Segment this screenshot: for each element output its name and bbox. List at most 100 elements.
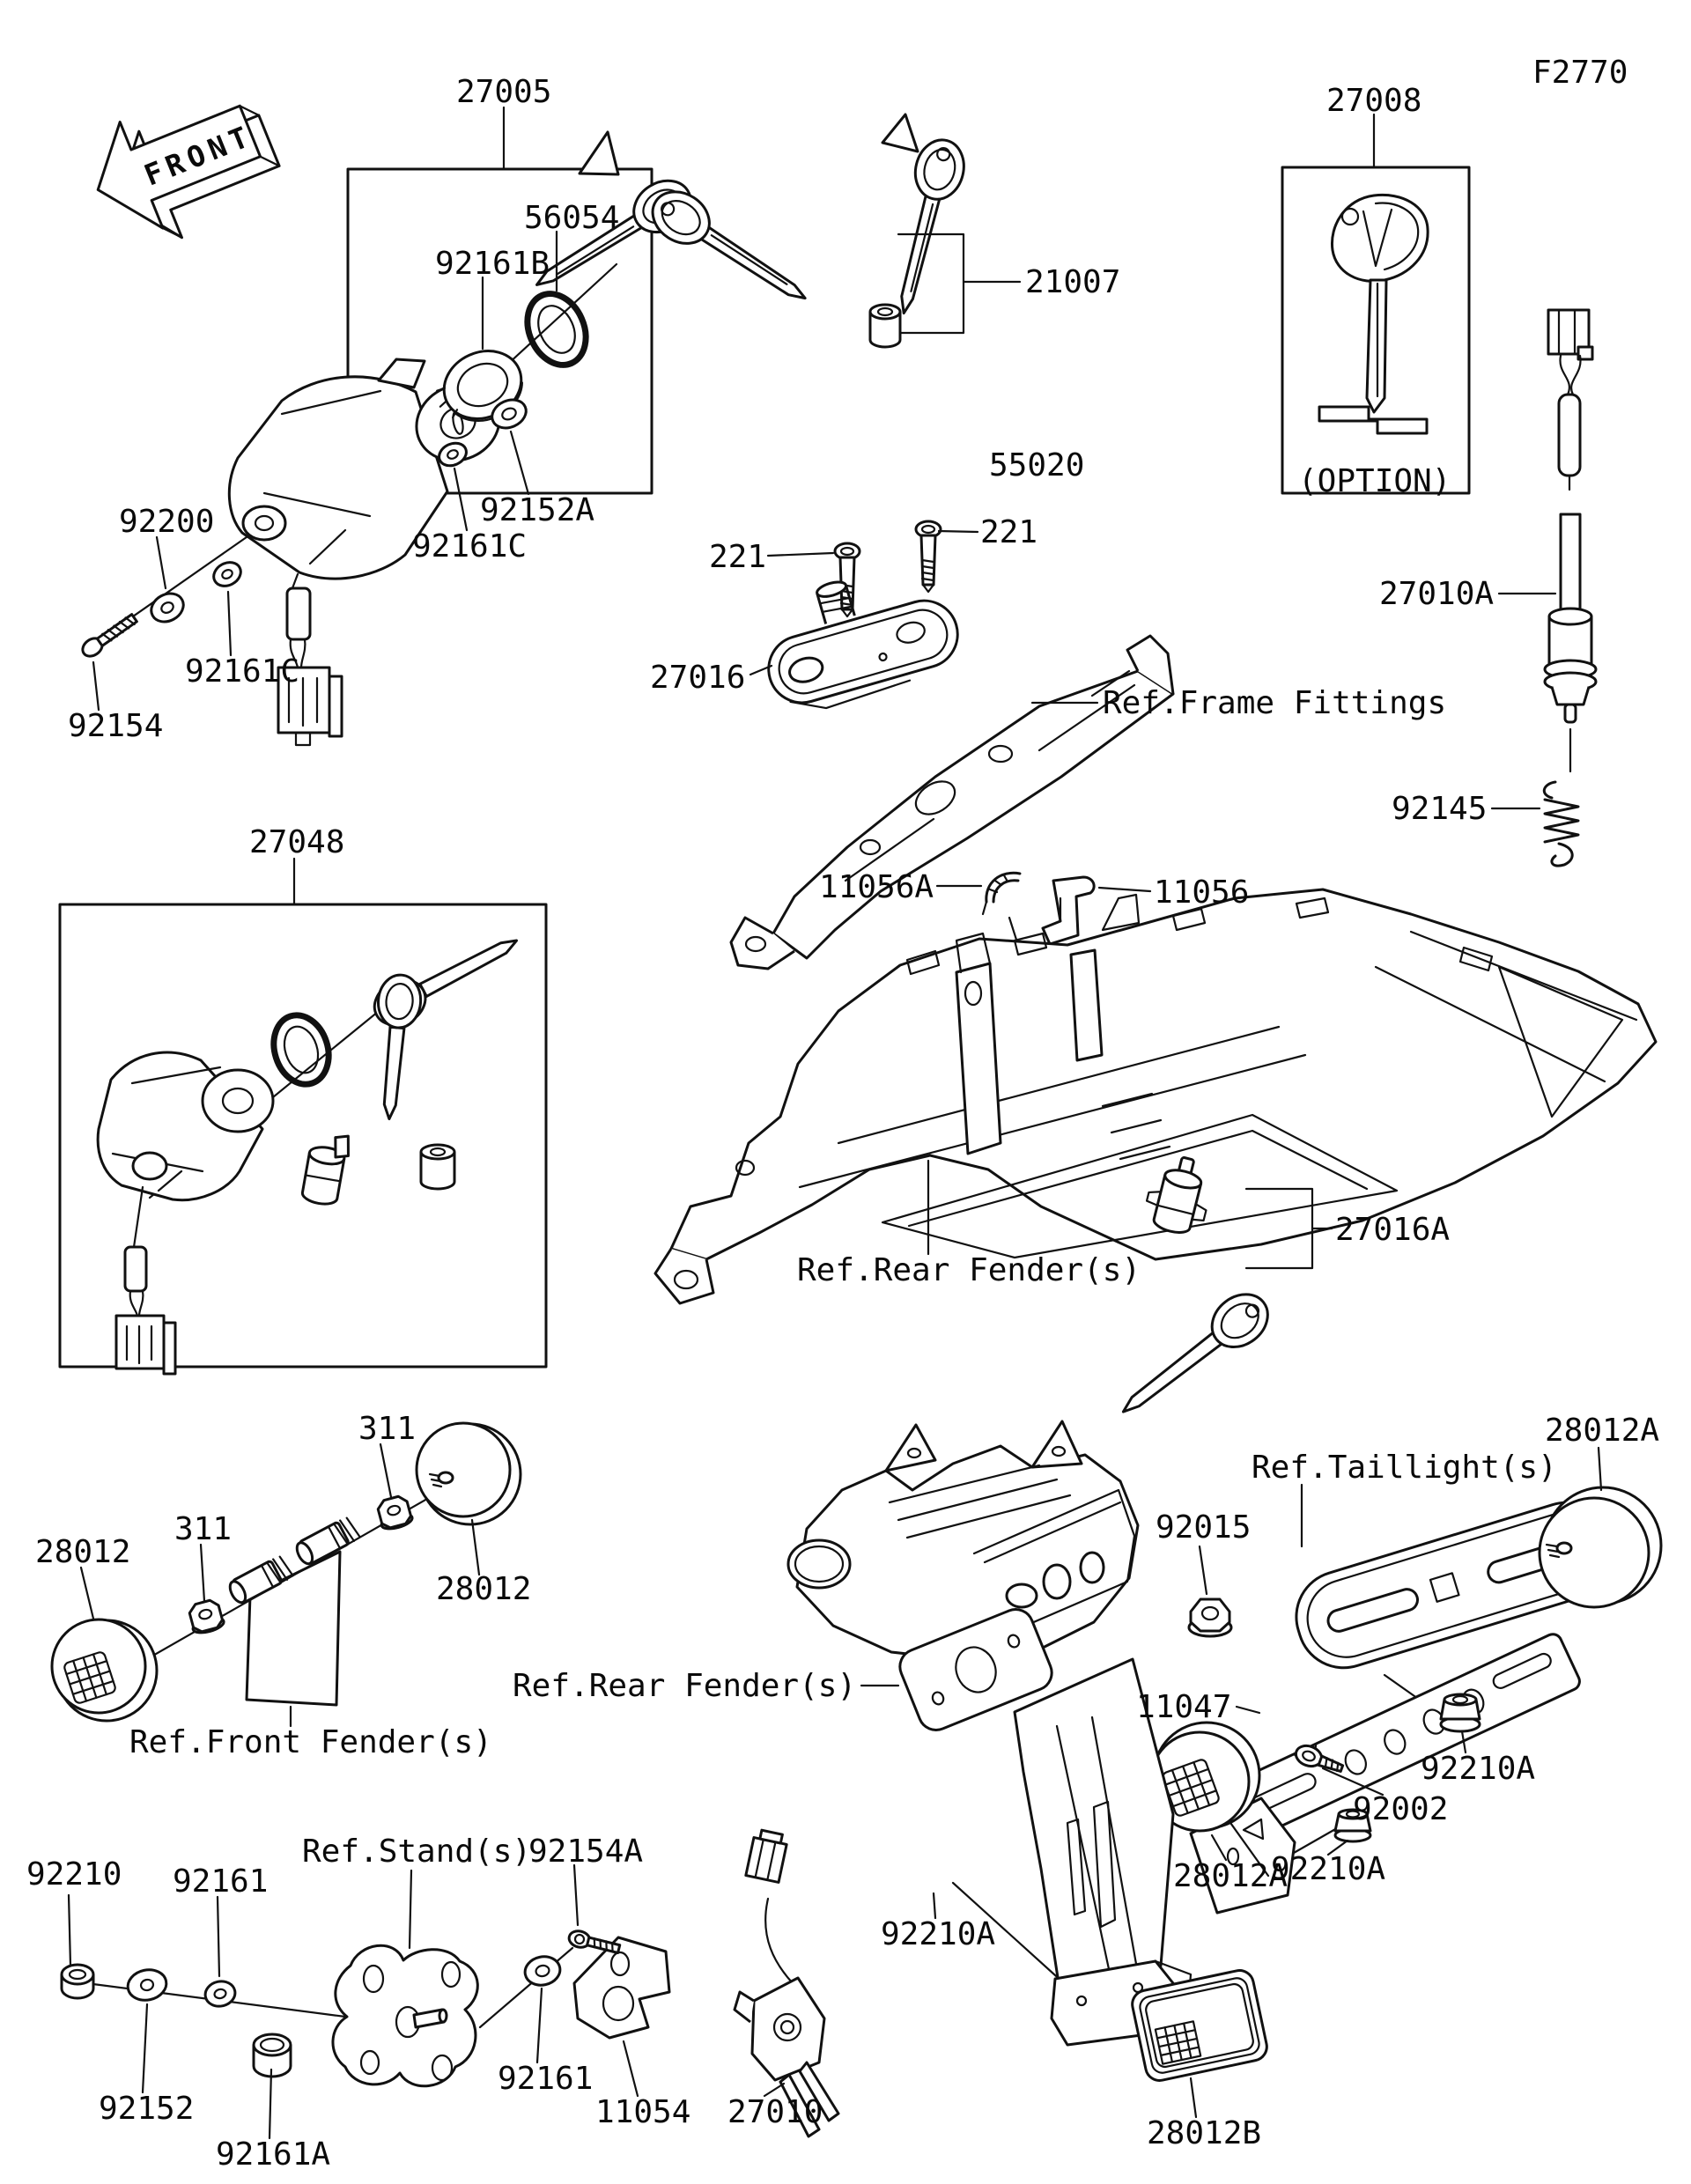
screw-92154 (81, 613, 138, 658)
callout-92210a-right: 92210A (1421, 1751, 1535, 1787)
callout-ref-rear-upper: Ref.Rear Fender(s) (797, 1252, 1141, 1288)
callout-221-right: 221 (980, 514, 1037, 550)
spare-key-box-27008 (1281, 113, 1471, 495)
nut-92015 (1187, 1597, 1233, 1638)
lock-set-ring (270, 1012, 332, 1088)
callout-27016a: 27016A (1335, 1212, 1450, 1248)
screw-92002 (1294, 1744, 1345, 1773)
front-fender-sheet (245, 1550, 342, 1707)
callout-28012-left: 28012 (35, 1534, 130, 1570)
screws-221 (833, 520, 942, 618)
clip-11056 (1041, 875, 1096, 946)
callout-11054: 11054 (595, 2094, 690, 2130)
callout-27005: 27005 (456, 74, 551, 110)
callout-92161c-upper: 92161C (412, 528, 527, 564)
callout-ref-frame: Ref.Frame Fittings (1103, 685, 1446, 721)
frame-fitting-bracket (729, 634, 1175, 970)
callout-27010a: 27010A (1379, 576, 1494, 612)
reflector-28012b (1131, 1969, 1268, 2082)
spring-92145 (1542, 780, 1580, 867)
callout-28012a-bottom: 28012A (1173, 1858, 1288, 1894)
bezel-ring-56054 (524, 291, 589, 368)
washer-92200 (150, 592, 185, 623)
callout-92152: 92152 (99, 2091, 194, 2127)
lock-set-switch-body (96, 1051, 275, 1376)
callout-92161a: 92161A (216, 2136, 330, 2173)
callout-55020: 55020 (989, 447, 1084, 483)
ignition-keys (535, 130, 807, 300)
reflector-28012-left (50, 1618, 159, 1723)
cap-nut-92210 (60, 1963, 95, 2000)
lock-set-box-27048 (58, 857, 548, 1376)
nut-311-left (188, 1598, 225, 1634)
callout-92152a: 92152A (480, 492, 594, 528)
callout-92145: 92145 (1392, 791, 1487, 827)
switch-27010 (733, 1828, 840, 2138)
washer-92161c-upper (438, 441, 468, 468)
reflector-28012a-top (1538, 1486, 1663, 1609)
switch-base-27016 (767, 580, 959, 710)
callout-311-upper: 311 (358, 1411, 416, 1447)
washer-92152 (126, 1968, 168, 2002)
callout-11056: 11056 (1154, 874, 1249, 911)
lock-set-bushing (419, 1143, 456, 1191)
callout-28012-right: 28012 (436, 1571, 531, 1607)
callout-92210: 92210 (26, 1856, 122, 1893)
clip-11056a (981, 871, 1022, 916)
washer-92152a (491, 398, 528, 430)
callout-92161c-lower: 92161C (185, 653, 299, 690)
callout-92154a: 92154A (528, 1834, 643, 1870)
nut-92210a-mid (1333, 1808, 1372, 1843)
callout-labels: F2770 27005 56054 92161B 21007 27008 (OP… (26, 55, 1659, 2173)
cap-92161a (252, 2033, 292, 2078)
callout-92161-left: 92161 (173, 1863, 268, 1900)
callout-11047: 11047 (1136, 1689, 1231, 1725)
callout-ref-front-fender: Ref.Front Fender(s) (129, 1724, 492, 1760)
callout-28012b: 28012B (1147, 2115, 1261, 2151)
callout-option: (OPTION) (1298, 463, 1451, 499)
washer-92161-left (203, 1980, 237, 2008)
stand-bracket (331, 1944, 479, 2088)
callout-28012a-top: 28012A (1545, 1413, 1659, 1449)
callout-92161b: 92161B (435, 246, 550, 282)
callout-21007: 21007 (1025, 264, 1120, 300)
lock-set-small-lock (300, 1134, 350, 1206)
ignition-switch-group-box (346, 106, 654, 495)
key-21007 (868, 113, 965, 349)
rear-fender-upper (654, 888, 1658, 1305)
adapter-stud-left (228, 1555, 294, 1605)
rear-fender-lower (786, 1420, 1193, 2047)
reflector-28012-right (415, 1421, 522, 1526)
callout-27008: 27008 (1326, 83, 1421, 119)
screw-92154a (567, 1929, 622, 1954)
callout-ref-stand: Ref.Stand(s) (302, 1834, 531, 1870)
callout-92002: 92002 (1353, 1791, 1448, 1827)
reflector-28012a-bottom (1148, 1721, 1261, 1833)
callout-27016: 27016 (650, 660, 745, 696)
switch-27010a (1543, 308, 1598, 773)
leader-lines (67, 230, 1603, 2140)
front-arrow: FRONT (96, 104, 281, 240)
nut-311-upper (376, 1494, 414, 1531)
callout-92210a-bottom: 92210A (881, 1916, 995, 1952)
callout-92161-right: 92161 (498, 2061, 593, 2097)
bracket-11054 (572, 1936, 671, 2040)
callout-27010: 27010 (727, 2094, 823, 2130)
callout-11056a: 11056A (819, 869, 934, 905)
callout-56054: 56054 (524, 200, 619, 236)
callout-311-left: 311 (174, 1511, 232, 1547)
washer-92161-right (523, 1955, 562, 1987)
lock-set-keys (373, 939, 519, 1121)
callout-221-left: 221 (709, 539, 766, 575)
callout-92154: 92154 (68, 708, 163, 744)
adapter-stud-right (295, 1516, 361, 1566)
callout-ref-taillight: Ref.Taillight(s) (1252, 1450, 1557, 1486)
callout-ref-rear-center: Ref.Rear Fender(s) (513, 1668, 856, 1704)
drawing-code: F2770 (1532, 55, 1628, 91)
nut-92210a-right (1439, 1693, 1481, 1733)
callout-92200: 92200 (119, 504, 214, 540)
ignition-switch-body (227, 358, 501, 747)
washer-92161c-lower (212, 561, 242, 587)
